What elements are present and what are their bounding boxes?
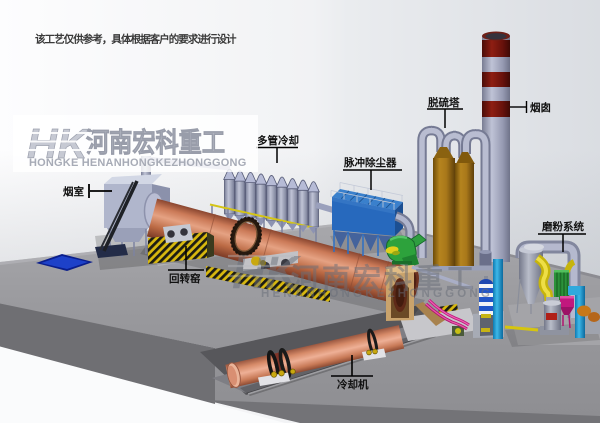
svg-text:HONGKE HENANHONGKEZHONGGONG: HONGKE HENANHONGKEZHONGGONG xyxy=(29,157,246,169)
svg-text:回转窑: 回转窑 xyxy=(169,272,201,285)
svg-text:该工艺仅供参考，具体根据客户的要求进行设计: 该工艺仅供参考，具体根据客户的要求进行设计 xyxy=(35,33,237,46)
svg-text:脱硫塔: 脱硫塔 xyxy=(428,96,460,109)
svg-text:HK: HK xyxy=(232,246,301,298)
svg-text:烟室: 烟室 xyxy=(63,185,84,198)
svg-text:脉冲除尘器: 脉冲除尘器 xyxy=(343,156,397,169)
svg-text:HK: HK xyxy=(27,120,90,167)
svg-text:烟囱: 烟囱 xyxy=(530,101,551,114)
svg-text:冷却机: 冷却机 xyxy=(337,378,369,391)
svg-text:磨粉系统: 磨粉系统 xyxy=(541,220,584,233)
svg-text:多管冷却: 多管冷却 xyxy=(257,134,299,147)
svg-text:HENANHONGKEZHONGGONG: HENANHONGKEZHONGGONG xyxy=(261,288,493,300)
svg-text:河南宏科重工: 河南宏科重工 xyxy=(291,262,477,294)
svg-text:河南宏科重工: 河南宏科重工 xyxy=(86,127,225,158)
